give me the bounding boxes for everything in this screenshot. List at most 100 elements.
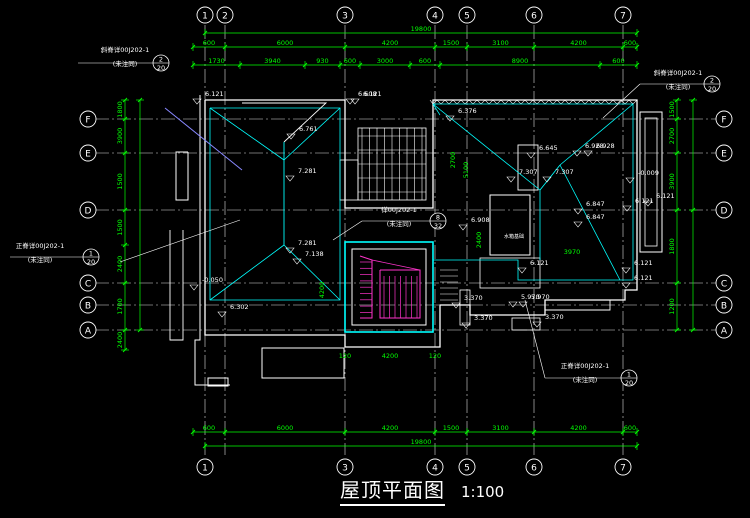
elevation-triangle bbox=[458, 224, 468, 231]
dim-top-total-text: 19800 bbox=[411, 25, 432, 33]
wall-bottom-right bbox=[544, 300, 611, 311]
annotation-subtext: (未注同) bbox=[113, 59, 138, 68]
annotation-text: 正脊详00J202-1 bbox=[16, 241, 65, 250]
dim-bottom-row1-text: 600 bbox=[624, 424, 636, 432]
dim-bottom-row1-slash bbox=[464, 429, 470, 435]
grid-bubble-top bbox=[336, 6, 354, 24]
annotation-bubble-num: 8 bbox=[436, 214, 440, 222]
dim-top-row2-text: 600 bbox=[612, 57, 624, 65]
dim-left-outer-slash bbox=[137, 97, 143, 103]
inner-dimension-text: 5100 bbox=[462, 162, 470, 179]
inner-dimension-text: 120 bbox=[339, 352, 351, 360]
canopy-bottom bbox=[261, 347, 345, 379]
dim-top-row1-text: 600 bbox=[624, 39, 636, 47]
roof-perimeter-right bbox=[433, 103, 634, 281]
roof-hip-line bbox=[283, 244, 341, 301]
dim-top-row1-slash bbox=[634, 44, 640, 50]
annotation-leader-diag bbox=[119, 219, 241, 263]
dim-top-row1-slash bbox=[531, 44, 537, 50]
dim-left-text: 1800 bbox=[116, 101, 124, 118]
grid-bubble-side-label: E bbox=[721, 150, 727, 160]
elevation-value: 6.645 bbox=[539, 144, 558, 152]
grid-bubble-side bbox=[715, 201, 733, 219]
elevation-triangle bbox=[192, 98, 202, 105]
dim-right-slash bbox=[674, 280, 680, 286]
elevation-value: 3.370 bbox=[464, 294, 483, 302]
grid-bubble-side-label: C bbox=[721, 280, 727, 290]
dim-left-slash bbox=[122, 347, 128, 353]
dim-bottom-row1-slash bbox=[222, 429, 228, 435]
annotation-leader-diag bbox=[524, 299, 546, 379]
elevation-value: 6.121 bbox=[634, 259, 653, 267]
elevation-value: 6.847 bbox=[586, 213, 605, 221]
elevation-triangle bbox=[285, 175, 295, 182]
bay-right-inner bbox=[644, 117, 658, 247]
annotation-bubble-num: 1 bbox=[89, 250, 93, 258]
annotation-text: 详00J202-1 bbox=[381, 205, 417, 214]
elevation-triangle bbox=[583, 150, 593, 157]
dim-left-slash bbox=[122, 116, 128, 122]
elevation-triangle bbox=[573, 221, 583, 228]
grid-bubble-top-label: 7 bbox=[620, 12, 626, 22]
roof-hip-line bbox=[559, 164, 621, 281]
annotation-text: 斜脊详00J202-1 bbox=[654, 68, 703, 77]
annotation-bubble-den: 20 bbox=[157, 64, 165, 72]
dim-top-row2-text: 3940 bbox=[264, 57, 281, 65]
grid-bubble-side bbox=[79, 274, 97, 292]
dim-left-text: 3900 bbox=[116, 128, 124, 145]
dim-top-row1-text: 3100 bbox=[492, 39, 509, 47]
elevation-triangle bbox=[532, 321, 542, 328]
dim-right-text: 2700 bbox=[668, 128, 676, 145]
grid-bubble-side-label: C bbox=[85, 280, 91, 290]
dim-bottom-row1-text: 600 bbox=[203, 424, 215, 432]
elevation-triangle bbox=[625, 177, 635, 184]
dim-left-text: 1500 bbox=[116, 173, 124, 190]
stair-flight-right bbox=[379, 269, 421, 319]
elevation-triangle bbox=[345, 98, 355, 105]
elevation-value: 7.138 bbox=[305, 250, 324, 258]
grid-bubble-side bbox=[715, 296, 733, 314]
dim-left-slash bbox=[122, 97, 128, 103]
grid-bubble-side-label: E bbox=[85, 150, 91, 160]
grid-bubble-top-label: 4 bbox=[432, 12, 438, 22]
dim-top-row2-text: 1730 bbox=[208, 57, 225, 65]
stair-core-inner bbox=[351, 248, 427, 326]
grid-bubble-top-label: 3 bbox=[342, 12, 348, 22]
dim-right-slash bbox=[674, 207, 680, 213]
dim-right-text: 3900 bbox=[668, 173, 676, 190]
grid-bubble-side bbox=[715, 110, 733, 128]
dim-top-row2-text: 600 bbox=[419, 57, 431, 65]
elevation-triangle bbox=[622, 205, 632, 212]
dim-top-total-slash bbox=[634, 30, 640, 36]
elevation-triangle bbox=[518, 301, 528, 308]
dim-top-row2-slash bbox=[337, 62, 343, 68]
dim-bottom-row1-slash bbox=[342, 429, 348, 435]
grid-bubble-side bbox=[79, 110, 97, 128]
elevation-value: 7.281 bbox=[298, 239, 317, 247]
elevation-triangle bbox=[621, 267, 631, 274]
dim-top-row2-slash bbox=[634, 62, 640, 68]
grid-bubble-bottom-label: 4 bbox=[432, 464, 438, 474]
dim-top-row2-slash bbox=[357, 62, 363, 68]
annotation-subtext: (未注同) bbox=[666, 82, 691, 91]
annotation-bubble-den: 20 bbox=[625, 379, 633, 387]
dim-left-slash bbox=[122, 280, 128, 286]
dim-top-row1-slash bbox=[190, 44, 196, 50]
grid-bubble-bottom-label: 3 bbox=[342, 464, 348, 474]
drawing-scale: 1:100 bbox=[461, 483, 505, 501]
elevation-value: 6.121 bbox=[634, 274, 653, 282]
elevation-value: 6.121 bbox=[656, 192, 675, 200]
annotation-bubble-den: 32 bbox=[434, 222, 442, 230]
dim-top-row2-slash bbox=[437, 62, 443, 68]
dim-right-outer-slash bbox=[690, 97, 696, 103]
roof-hip-line bbox=[283, 107, 341, 161]
elevation-triangle bbox=[217, 311, 227, 318]
grid-bubble-bottom bbox=[525, 458, 543, 476]
dim-bottom-row1-slash bbox=[531, 429, 537, 435]
elevation-value: 6.376 bbox=[458, 107, 477, 115]
dim-top-row2-slash bbox=[407, 62, 413, 68]
roof-hip-line bbox=[559, 103, 634, 166]
elevation-triangle bbox=[526, 152, 536, 159]
dim-right-text: 1800 bbox=[668, 238, 676, 255]
dim-top-total-slash bbox=[202, 30, 208, 36]
